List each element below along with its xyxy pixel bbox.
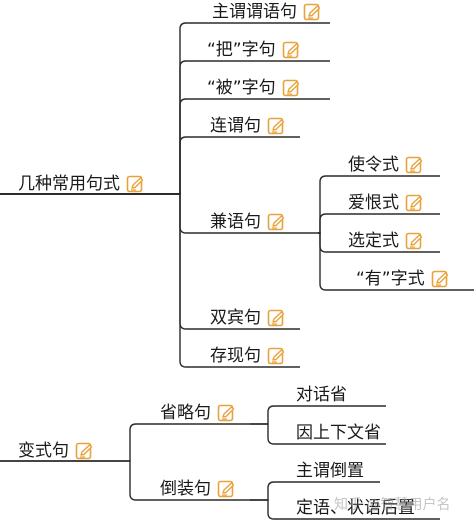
node-inversion[interactable]: 倒装句 [160,478,236,500]
edit-note-icon [267,347,286,366]
connector-ba-sentence [0,60,330,195]
connector-attributive-adverbial-postposition [250,499,440,520]
edit-note-icon [431,270,450,289]
edit-note-icon [126,175,145,194]
node-existential[interactable]: 存现句 [210,345,286,367]
node-label: 对话省 [296,385,347,405]
edit-note-icon [282,79,301,98]
node-label: 省略句 [160,403,211,423]
node-you-sentence[interactable]: “有”字式 [356,268,450,290]
edit-note-icon [267,213,286,232]
connector-bei-sentence [0,98,330,195]
edit-note-icon [405,194,424,213]
node-selection[interactable]: 选定式 [348,230,424,252]
connector-ellipsis [0,423,250,462]
node-label: 存现句 [210,346,261,366]
node-label: “被”字句 [207,78,276,98]
node-label: 兼语句 [210,212,261,232]
node-serial-verb[interactable]: 连谓句 [210,115,286,137]
node-root-common-sentences[interactable]: 几种常用句式 [18,173,145,195]
connector-causative [318,175,440,234]
node-label: 主谓倒置 [296,461,364,481]
edit-note-icon [267,117,286,136]
node-label: “把”字句 [207,40,276,60]
node-ba-sentence[interactable]: “把”字句 [207,39,301,61]
node-ellipsis[interactable]: 省略句 [160,402,236,424]
connector-subject-predicate-predicate [0,22,330,195]
node-label: 因上下文省 [296,423,381,443]
edit-note-icon [75,442,94,461]
node-root-variant-sentences[interactable]: 变式句 [18,440,94,462]
node-label: 变式句 [18,441,69,461]
node-causative[interactable]: 使令式 [348,154,424,176]
node-label: 定语、状语后置 [296,498,415,518]
edit-note-icon [405,156,424,175]
node-bei-sentence[interactable]: “被”字句 [207,77,301,99]
connector-context-ellipsis [250,423,386,445]
node-label: 几种常用句式 [18,174,120,194]
connector-you-sentence [318,232,474,291]
edit-note-icon [217,480,236,499]
connector-dialogue-ellipsis [250,405,386,425]
node-dialogue-ellipsis[interactable]: 对话省 [296,384,347,406]
watermark: 知乎 @智慧用户名 [334,497,451,513]
node-subject-predicate-predicate[interactable]: 主谓谓语句 [212,1,322,23]
edit-note-icon [303,3,322,22]
node-label: 连谓句 [210,116,261,136]
node-double-object[interactable]: 双宾句 [210,307,286,329]
node-label: 倒装句 [160,479,211,499]
edit-note-icon [217,404,236,423]
connector-inversion [0,460,250,501]
node-love-hate[interactable]: 爱恨式 [348,192,424,214]
node-label: 使令式 [348,155,399,175]
connector-love-hate [318,213,440,234]
connector-serial-verb [0,136,300,195]
edit-note-icon [405,232,424,251]
node-label: 双宾句 [210,308,261,328]
node-label: “有”字式 [356,269,425,289]
node-label: 爱恨式 [348,193,399,213]
node-attributive-adverbial-postposition[interactable]: 定语、状语后置 [296,497,415,519]
node-pivotal-sentence[interactable]: 兼语句 [210,211,286,233]
edit-note-icon [267,309,286,328]
node-label: 主谓谓语句 [212,2,297,22]
connector-existential [0,193,300,368]
edit-note-icon [282,41,301,60]
node-context-ellipsis[interactable]: 因上下文省 [296,422,381,444]
node-subject-predicate-inversion[interactable]: 主谓倒置 [296,460,364,482]
node-label: 选定式 [348,231,399,251]
connector-subject-predicate-inversion [250,481,380,501]
